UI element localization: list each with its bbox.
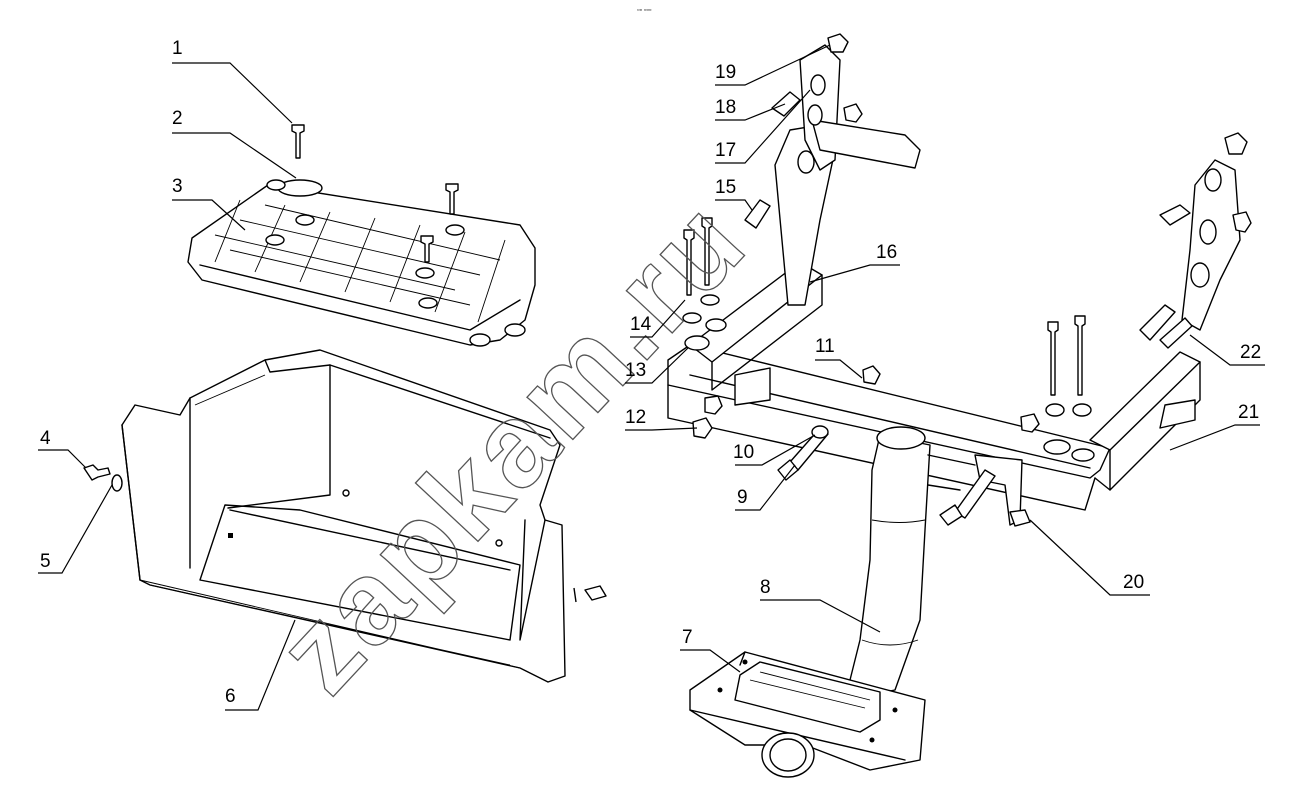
callout-20: 20 [1123, 572, 1144, 593]
top-mark: ▫▫ ▫▫▫ [637, 7, 651, 14]
callout-7: 7 [682, 627, 693, 648]
footrest-plate [187, 124, 536, 347]
side-panel [83, 349, 607, 683]
callout-2: 2 [172, 108, 183, 129]
tow-bar-frame [667, 33, 1252, 527]
callout-22: 22 [1240, 342, 1261, 363]
callout-9: 9 [737, 487, 748, 508]
callout-16: 16 [876, 242, 897, 263]
callout-8: 8 [760, 577, 771, 598]
tow-arm-and-hitch [689, 426, 976, 778]
callout-3: 3 [172, 176, 183, 197]
callout-10: 10 [733, 442, 754, 463]
callout-4: 4 [40, 428, 51, 449]
callout-leaders [38, 44, 1265, 711]
callout-14: 14 [630, 314, 652, 335]
callout-17: 17 [715, 140, 736, 161]
callout-18: 18 [715, 97, 736, 118]
callout-19: 19 [715, 62, 736, 83]
callout-1: 1 [172, 38, 183, 59]
callout-labels: 1 2 3 4 5 6 7 8 9 10 11 12 13 14 15 16 1… [40, 38, 1261, 707]
callout-15: 15 [715, 177, 736, 198]
callout-12: 12 [625, 407, 646, 428]
callout-21: 21 [1238, 402, 1259, 423]
callout-11: 11 [815, 336, 835, 357]
callout-6: 6 [225, 686, 236, 707]
callout-5: 5 [40, 551, 51, 572]
callout-13: 13 [625, 360, 646, 381]
